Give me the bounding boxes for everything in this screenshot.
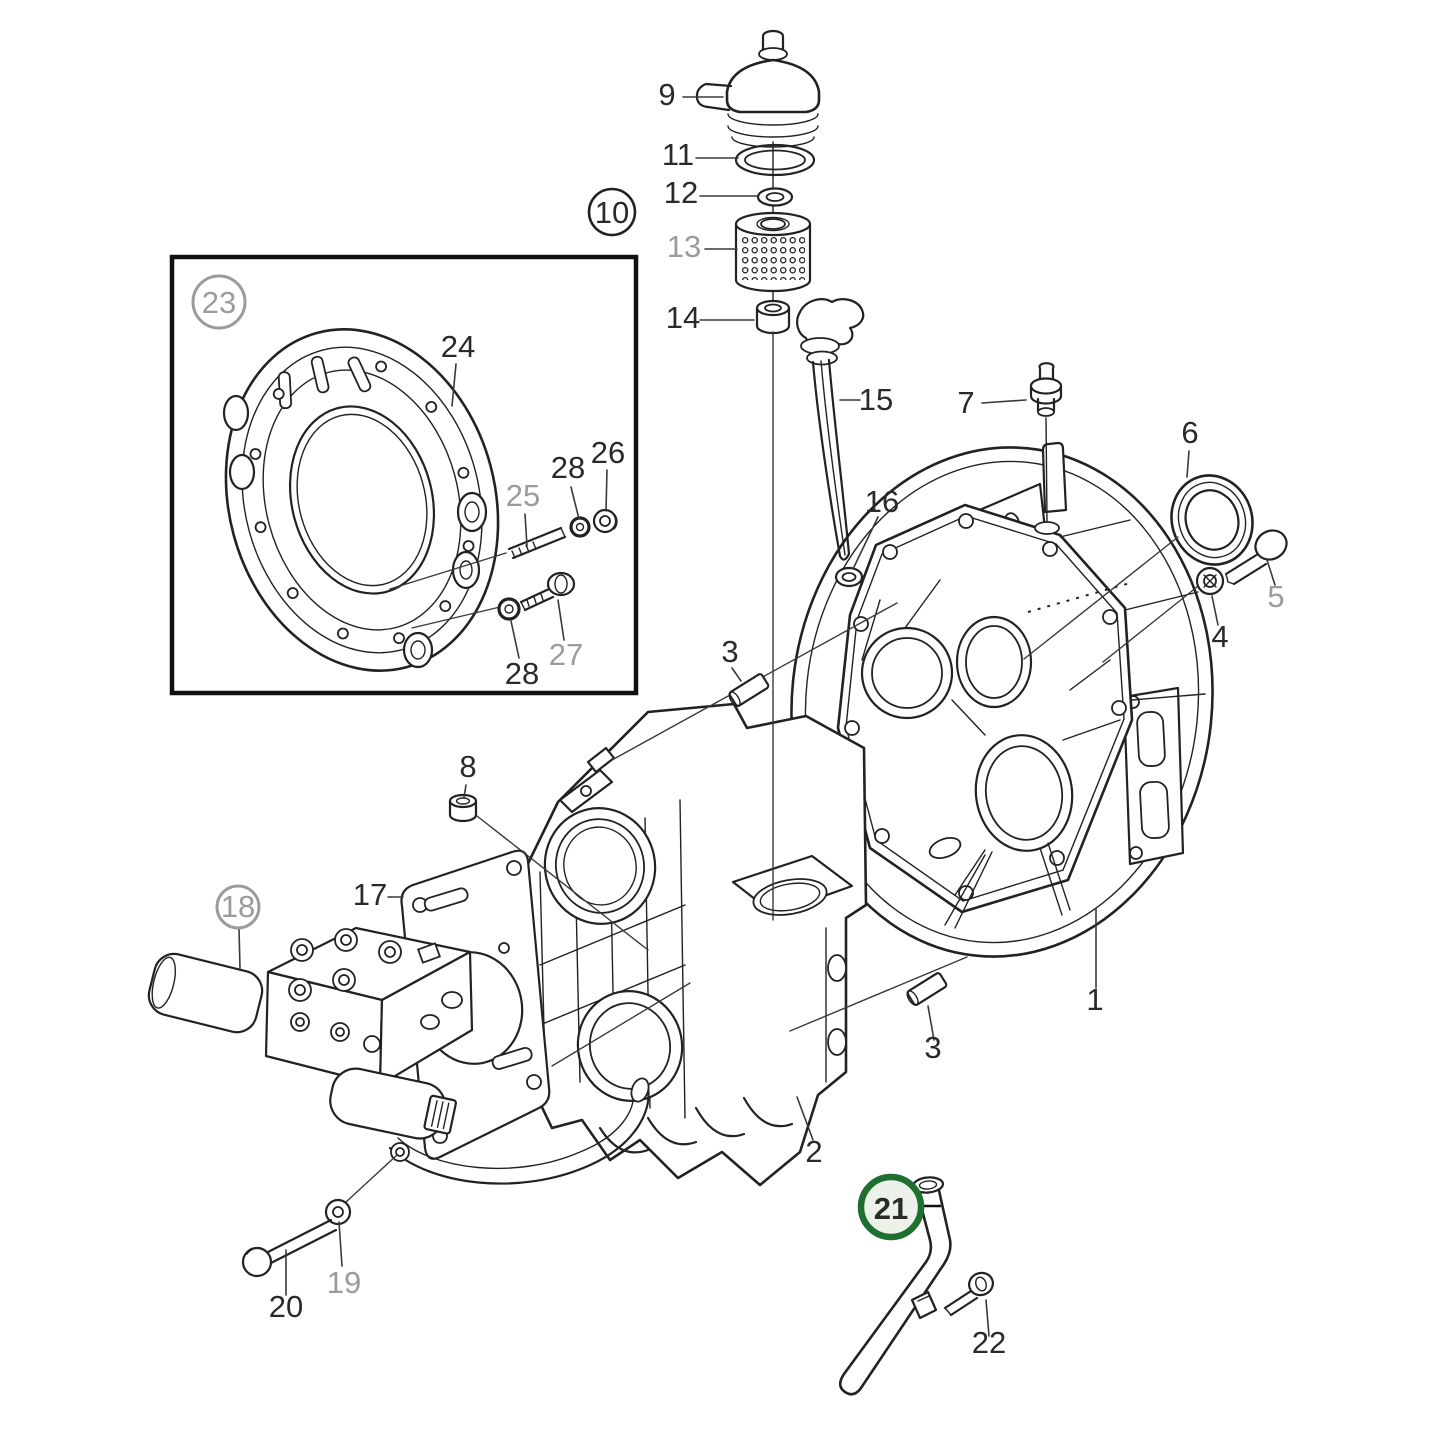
label-28a[interactable]: 28 <box>551 450 585 485</box>
part-26-nut <box>592 508 618 534</box>
part-18-valve-block <box>147 926 650 1185</box>
part-13-filter-element <box>734 211 812 293</box>
label-3a[interactable]: 3 <box>721 634 738 669</box>
part-24-cover-plate <box>222 328 500 672</box>
part-6-seal-ring <box>1170 474 1254 566</box>
part-22-bolt <box>943 1271 994 1317</box>
part-28-washer-lower <box>497 597 521 621</box>
pipe-clamp <box>910 1290 938 1320</box>
label-5[interactable]: 5 <box>1267 579 1284 614</box>
part-20-bolt <box>241 1218 338 1278</box>
part-3-dowel-pin-b <box>906 972 948 1006</box>
label-12[interactable]: 12 <box>664 175 698 210</box>
label-10[interactable]: 10 <box>595 195 629 230</box>
part-9-filter-cap <box>695 29 821 148</box>
label-9[interactable]: 9 <box>658 77 675 112</box>
part-2-gear-housing <box>495 702 868 1187</box>
part-3-dowel-pin-a <box>728 673 770 707</box>
part-8-plug <box>448 793 478 823</box>
label-11[interactable]: 11 <box>662 137 694 172</box>
label-20[interactable]: 20 <box>269 1289 303 1324</box>
label-18[interactable]: 18 <box>221 889 255 924</box>
part-11-o-ring <box>734 143 816 177</box>
part-27-bolt <box>519 571 576 612</box>
label-7[interactable]: 7 <box>957 385 974 420</box>
label-16[interactable]: 16 <box>865 484 899 519</box>
label-27[interactable]: 27 <box>549 637 583 672</box>
part-25-stud <box>507 526 567 560</box>
label-1[interactable]: 1 <box>1086 982 1103 1017</box>
label-21[interactable]: 21 <box>874 1191 908 1226</box>
label-26[interactable]: 26 <box>591 435 625 470</box>
part-5-bolt <box>1224 529 1288 586</box>
label-8[interactable]: 8 <box>459 749 476 784</box>
part-15-dipstick <box>796 298 865 561</box>
assembly-line-bolt-27 <box>411 606 501 629</box>
inset-box <box>169 254 639 696</box>
part-12-seal-washer <box>756 187 794 207</box>
part-14-bushing <box>755 299 791 335</box>
callout-21-highlight[interactable]: 21 <box>857 1173 925 1241</box>
label-28b[interactable]: 28 <box>505 656 539 691</box>
label-23[interactable]: 23 <box>202 285 236 320</box>
part-1-rear-housing <box>790 441 1214 958</box>
assembly-line-cage <box>551 982 691 1067</box>
assembly-line-washer-19 <box>345 1154 398 1203</box>
assembly-line-plug-8 <box>476 815 649 951</box>
label-17[interactable]: 17 <box>353 877 387 912</box>
callout-18[interactable]: 18 <box>215 884 261 930</box>
label-25[interactable]: 25 <box>506 478 540 513</box>
leader-lines <box>238 96 1276 1337</box>
label-3b[interactable]: 3 <box>924 1030 941 1065</box>
label-22[interactable]: 22 <box>972 1325 1006 1360</box>
callout-labels: 9 11 12 13 14 15 16 7 6 5 4 24 25 28 26 … <box>191 77 1285 1360</box>
assembly-line-seal-6 <box>1023 536 1179 660</box>
label-4[interactable]: 4 <box>1211 619 1228 654</box>
part-28-washer-upper <box>569 516 591 538</box>
label-14[interactable]: 14 <box>666 300 700 335</box>
label-15[interactable]: 15 <box>859 382 893 417</box>
callout-10[interactable]: 10 <box>587 187 637 237</box>
part-7-plug <box>1029 362 1063 523</box>
part-19-washer <box>324 1198 352 1226</box>
assembly-line-washer-4 <box>1102 586 1198 663</box>
callout-23[interactable]: 23 <box>191 274 247 330</box>
assembly-line-pin-b <box>789 956 968 1032</box>
label-19[interactable]: 19 <box>327 1265 361 1300</box>
label-13[interactable]: 13 <box>667 229 701 264</box>
part-16-o-ring <box>834 566 864 588</box>
label-6[interactable]: 6 <box>1181 415 1198 450</box>
part-21-oil-pipe <box>838 1176 952 1396</box>
part-4-washer <box>1195 566 1225 596</box>
label-24[interactable]: 24 <box>441 329 475 364</box>
assembly-line-stud-25 <box>389 552 507 590</box>
label-2[interactable]: 2 <box>805 1134 822 1169</box>
